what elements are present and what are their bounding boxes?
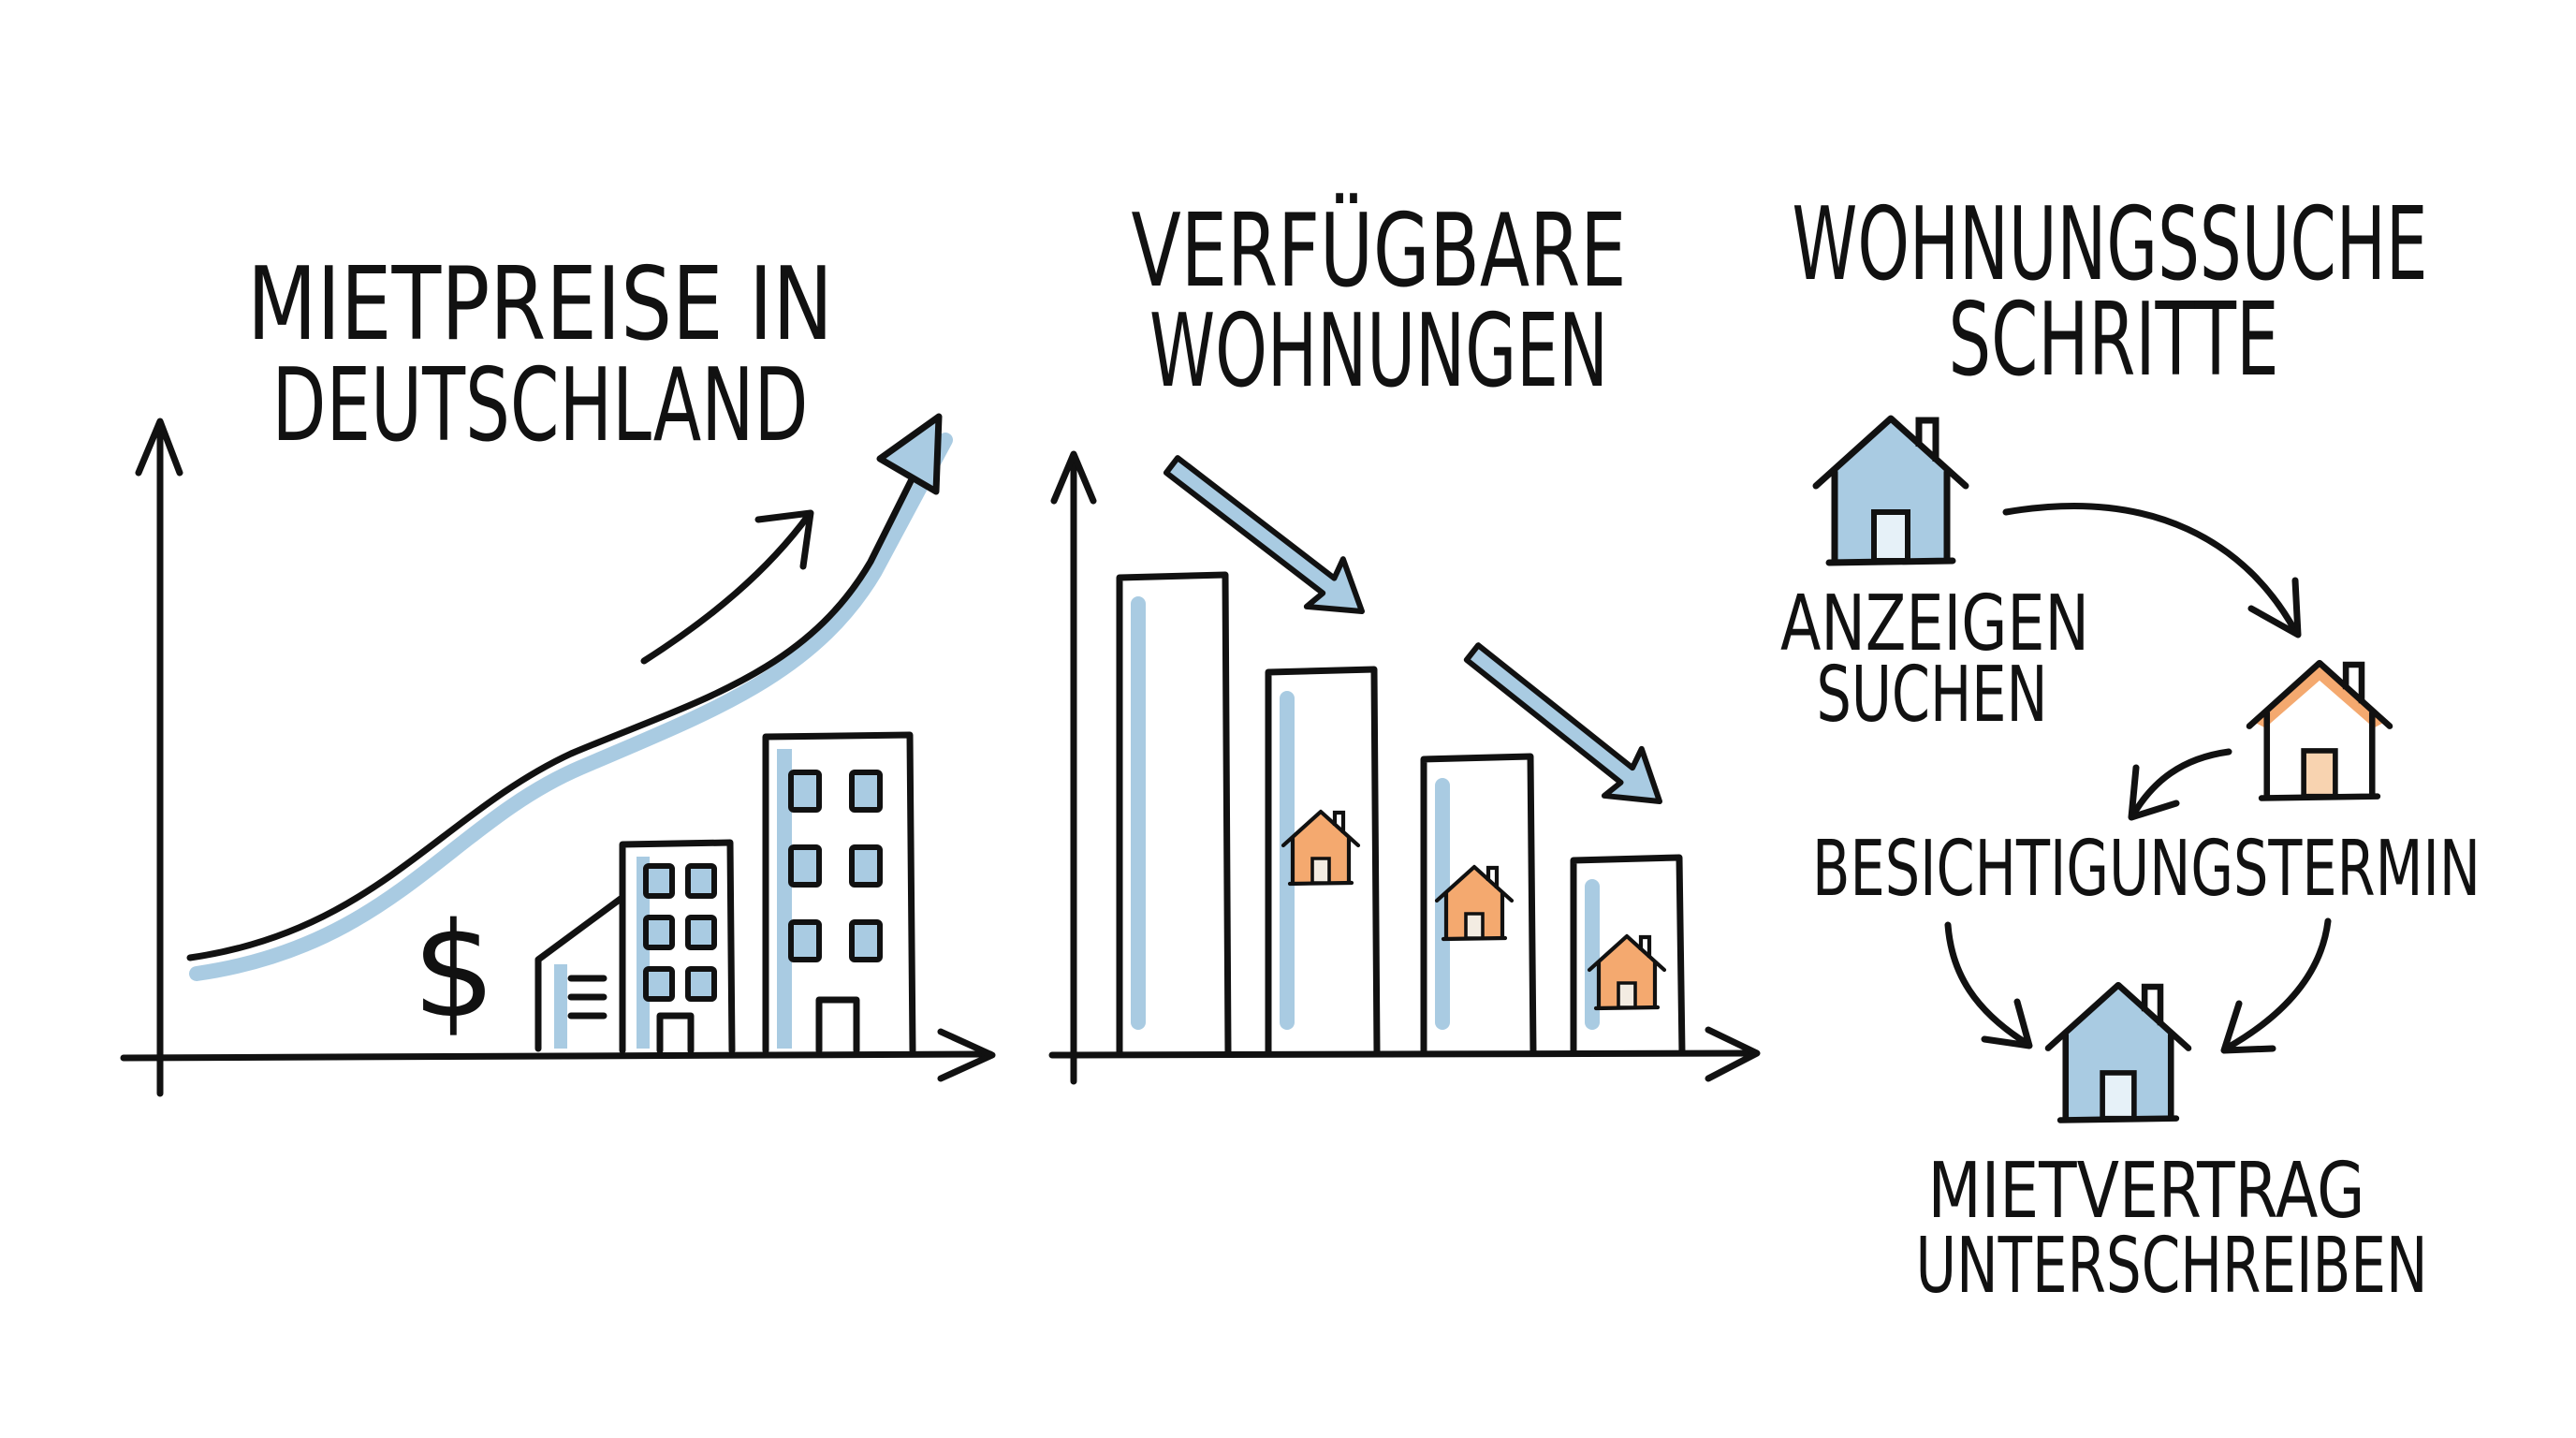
step3-label-line2: UNTERSCHREIBEN [1916,1222,2428,1311]
step1-label-line1: ANZEIGEN [1780,580,2089,668]
rent-trend-curve [186,413,953,981]
steps-title-line1: WOHNUNGSSUCHE [1793,186,2428,303]
availability-panel: VERFÜGBARE WOHNUNGEN [1048,193,1761,1085]
availability-title-line1: VERFÜGBARE [1132,193,1627,310]
window-icon [788,844,822,888]
down-arrow-icon [1163,455,1366,615]
step1-house-icon [1812,415,1969,566]
step1-label-line2: SUCHEN [1817,651,2048,740]
availability-y-axis [1050,450,1097,1085]
step3-house-icon [2044,981,2192,1123]
rent-y-axis [135,418,183,1097]
buildings-illustration: $ [412,731,916,1054]
rent-panel: MIETPREISE IN DEUTSCHLAND $ [120,246,996,1097]
steps-panel: WOHNUNGSSUCHE SCHRITTE ANZEIGEN SUCHEN B… [1780,186,2481,1311]
availability-bars [1116,571,1686,1054]
house-icon [1281,809,1361,887]
availability-title-line2: WOHNUNGEN [1149,293,1608,410]
flow-arrow-1 [2002,503,2302,638]
window-icon [849,844,883,888]
rent-title-line2: DEUTSCHLAND [272,347,809,464]
step2-label: BESICHTIGUNGSTERMIN [1812,825,2481,914]
steps-title-line2: SCHRITTE [1949,282,2279,399]
trend-arrowhead [876,413,943,495]
step3-label-line1: MIETVERTRAG [1928,1147,2365,1236]
window-icon [643,863,675,899]
rent-title-line1: MIETPREISE IN [247,246,833,363]
availability-bar [1265,666,1381,1054]
currency-symbol: $ [412,895,495,1048]
window-icon [643,915,675,950]
availability-bar [1420,753,1537,1054]
rent-x-axis [120,1028,996,1082]
window-icon [685,966,717,1002]
window-icon [685,863,717,899]
house-icon [1434,864,1515,942]
window-icon [685,915,717,950]
window-icon [849,770,883,813]
window-icon [788,770,822,813]
step2-house-icon [2246,659,2393,801]
availability-x-axis [1048,1026,1761,1082]
decline-arrows [1163,455,1662,804]
down-arrow-icon [1463,642,1662,804]
availability-bar [1570,854,1686,1054]
flow-arrow-2 [2128,748,2232,821]
rent-small-arrow [640,509,814,665]
window-icon [788,919,822,962]
house-icon [1587,933,1667,1011]
flow-arrow-4 [2220,917,2332,1054]
window-icon [849,919,883,962]
availability-bar [1116,571,1232,1054]
window-icon [643,966,675,1002]
flow-arrow-3 [1944,921,2033,1049]
